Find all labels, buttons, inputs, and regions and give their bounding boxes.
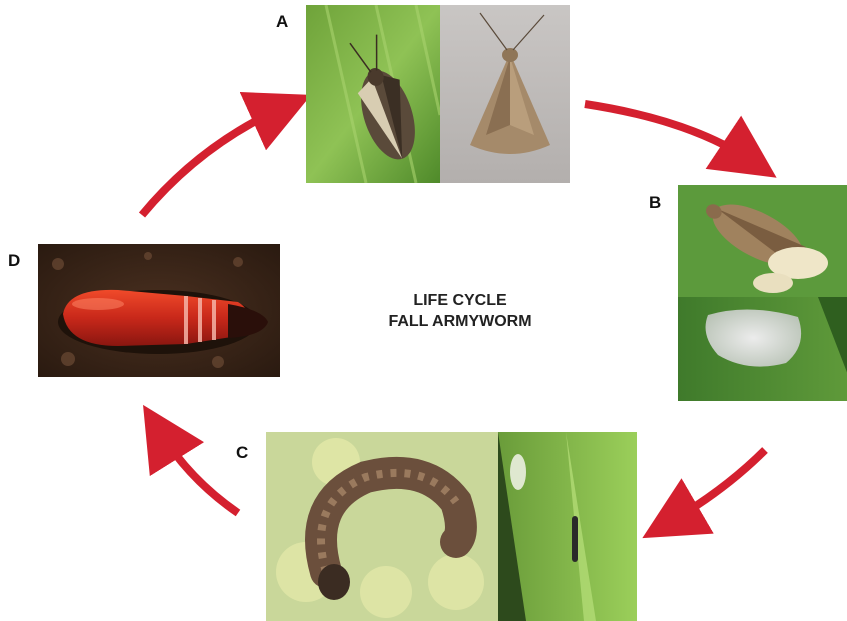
diagram-title: LIFE CYCLE FALL ARMYWORM	[360, 290, 560, 332]
arrow-b-to-c	[670, 450, 765, 522]
stage-label-c: C	[236, 443, 248, 463]
stage-label-d: D	[8, 251, 20, 271]
adult-moth-photo	[306, 5, 570, 183]
arrow-d-to-a	[142, 108, 282, 215]
arrow-a-to-b	[585, 104, 750, 160]
title-line-2: FALL ARMYWORM	[360, 311, 560, 332]
egg-mass-photo	[678, 185, 847, 401]
title-line-1: LIFE CYCLE	[360, 290, 560, 311]
larva-photo	[266, 432, 637, 621]
pupa-photo	[38, 244, 280, 377]
arrow-c-to-d	[160, 432, 238, 513]
stage-label-a: A	[276, 12, 288, 32]
stage-label-b: B	[649, 193, 661, 213]
